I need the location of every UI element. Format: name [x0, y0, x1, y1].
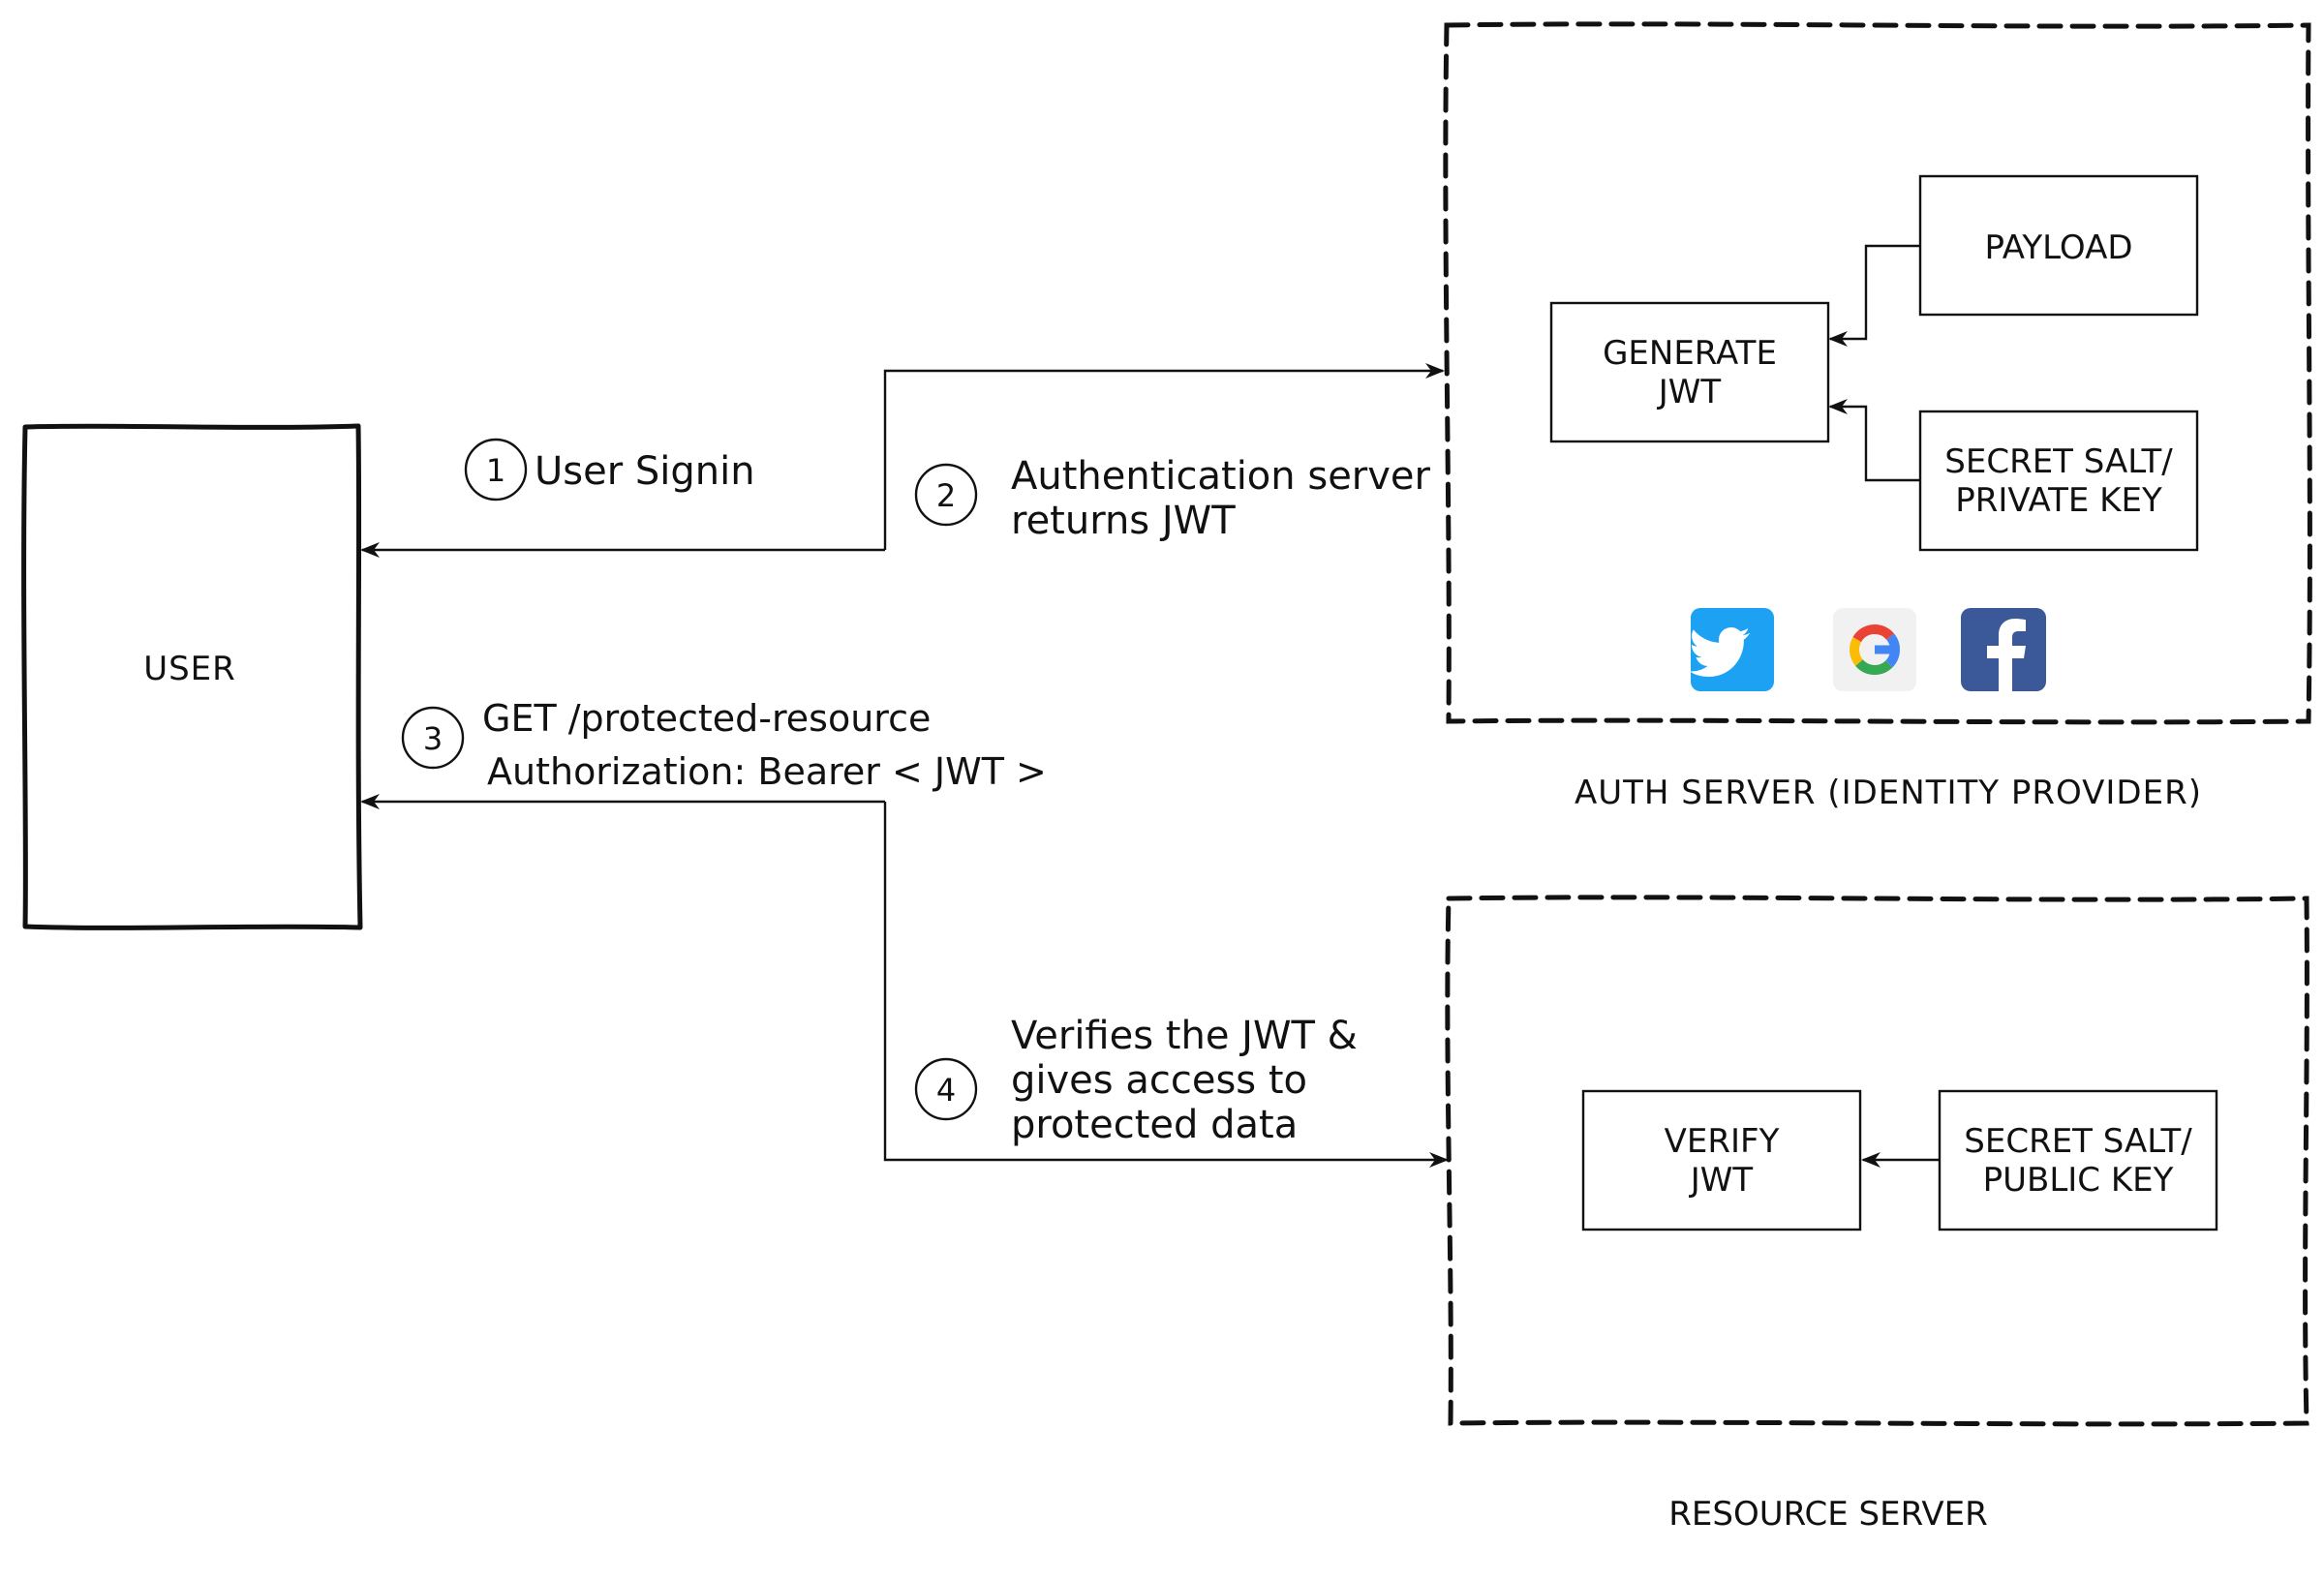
step-1-number: 1	[486, 452, 505, 489]
facebook-logo	[1961, 608, 2046, 691]
step-3: 3 GET /protected-resource Authorization:…	[401, 697, 1047, 793]
signin-arrow	[883, 363, 1445, 550]
step-3-badge	[401, 706, 465, 770]
step-4-text-line3: protected data	[1011, 1103, 1298, 1147]
public-key-label-line2: PUBLIC KEY	[1983, 1161, 2174, 1200]
step-2-text-line1: Authentication server	[1011, 454, 1431, 499]
step-2-number: 2	[936, 477, 956, 514]
google-logo	[1833, 608, 1916, 691]
step-4-text-line1: Verifies the JWT &	[1011, 1014, 1358, 1058]
auth-server-caption: AUTH SERVER (IDENTITY PROVIDER)	[1575, 774, 2202, 812]
generate-jwt-label-line2: JWT	[1657, 373, 1722, 411]
step-3-text-line1: GET /protected-resource	[482, 697, 931, 740]
resource-server-container: RESOURCE SERVER VERIFY JWT SECRET SALT/ …	[1445, 895, 2309, 1534]
step-3-text-line2: Authorization: Bearer < JWT >	[487, 750, 1047, 793]
payload-box	[1918, 174, 2199, 317]
step-4-text-line2: gives access to	[1011, 1058, 1307, 1103]
step-1-text: User Signin	[535, 449, 755, 494]
twitter-logo	[1689, 608, 1774, 691]
private-key-label-line1: SECRET SALT/	[1944, 442, 2173, 481]
google-logo-segment	[1850, 637, 1863, 666]
public-key-label-line1: SECRET SALT/	[1964, 1122, 2192, 1161]
generate-jwt-label-line1: GENERATE	[1603, 334, 1777, 373]
step-2-badge	[914, 463, 978, 527]
private-key-box	[1918, 410, 2199, 552]
step-4: 4 Verifies the JWT & gives access to pro…	[914, 1014, 1358, 1147]
step-4-number: 4	[936, 1072, 956, 1109]
verify-jwt-box	[1581, 1089, 1862, 1231]
public-key-box	[1938, 1089, 2218, 1231]
private-key-to-generate-arrow	[1828, 399, 1920, 482]
step-4-badge	[914, 1057, 978, 1121]
step-3-number: 3	[423, 720, 443, 757]
resource-server-caption: RESOURCE SERVER	[1668, 1495, 1988, 1534]
request-to-resource-arrow	[883, 802, 1449, 1168]
google-logo-segment	[1852, 624, 1894, 643]
verify-jwt-label-line1: VERIFY	[1665, 1122, 1780, 1161]
google-logo-segment	[1855, 659, 1893, 675]
private-key-label-line2: PRIVATE KEY	[1955, 481, 2162, 520]
step-2: 2 Authentication server returns JWT	[914, 454, 1431, 543]
payload-to-generate-arrow	[1828, 244, 1920, 347]
step-2-text-line2: returns JWT	[1011, 499, 1236, 543]
auth-server-container: AUTH SERVER (IDENTITY PROVIDER) GENERATE…	[1443, 21, 2312, 812]
user-box: USER	[21, 423, 363, 930]
user-label: USER	[143, 650, 236, 688]
verify-jwt-label-line2: JWT	[1689, 1161, 1754, 1200]
payload-label: PAYLOAD	[1984, 228, 2132, 267]
generate-jwt-box	[1549, 301, 1830, 443]
step-1: 1 User Signin	[464, 438, 755, 502]
step-1-badge	[464, 438, 528, 502]
